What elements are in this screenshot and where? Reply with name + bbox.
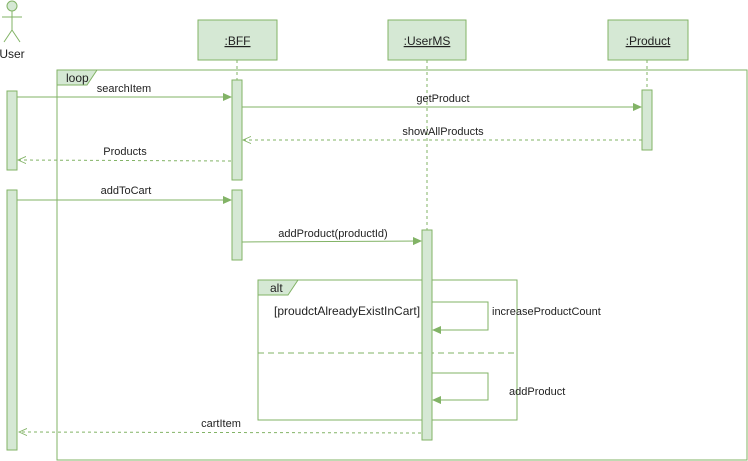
message-label: increaseProductCount bbox=[492, 306, 601, 318]
activation-bff-2 bbox=[231, 189, 243, 261]
activation-userms bbox=[421, 229, 433, 441]
actor-label: User bbox=[0, 47, 25, 61]
message-showallproducts: showAllProducts bbox=[243, 126, 642, 140]
loop-frame: loop bbox=[56, 69, 748, 461]
message-addproduct-productid: addProduct(productId) bbox=[241, 228, 421, 242]
message-label: addProduct bbox=[509, 386, 565, 398]
message-label: Products bbox=[103, 146, 147, 158]
message-getproduct: getProduct bbox=[242, 93, 641, 107]
message-label: addProduct(productId) bbox=[278, 228, 387, 240]
alt-frame: alt [proudctAlreadyExistInCart] bbox=[257, 279, 518, 421]
lifeline-head-bff bbox=[197, 19, 278, 61]
loop-frame-label: loop bbox=[66, 71, 89, 85]
lifeline-label-bff: :BFF bbox=[225, 34, 251, 48]
message-searchitem: searchItem bbox=[17, 83, 231, 97]
lifeline-product: :Product bbox=[607, 19, 689, 90]
message-addtocart: addToCart bbox=[17, 185, 231, 200]
activation-user-2 bbox=[6, 189, 18, 451]
message-label: getProduct bbox=[416, 93, 469, 105]
message-label: addToCart bbox=[101, 185, 152, 197]
lifeline-label-userms: :UserMS bbox=[404, 34, 451, 48]
activation-product bbox=[641, 89, 653, 151]
activation-user-1 bbox=[6, 90, 18, 171]
message-label: searchItem bbox=[97, 83, 151, 95]
alt-frame-label: alt bbox=[270, 281, 283, 295]
lifeline-head-product bbox=[607, 19, 689, 61]
alt-guard: [proudctAlreadyExistInCart] bbox=[274, 304, 420, 318]
user-actor: User bbox=[0, 0, 25, 61]
message-cartitem: cartItem bbox=[19, 418, 422, 433]
message-products: Products bbox=[18, 146, 232, 161]
stick-figure-icon bbox=[2, 0, 22, 43]
message-increaseproductcount: increaseProductCount bbox=[432, 301, 601, 330]
lifeline-head-userms bbox=[387, 19, 467, 61]
lifeline-label-product: :Product bbox=[626, 34, 671, 48]
message-addproduct-self: addProduct bbox=[432, 372, 565, 400]
lifeline-bff: :BFF bbox=[197, 19, 278, 80]
message-label: cartItem bbox=[201, 418, 241, 430]
message-label: showAllProducts bbox=[402, 126, 484, 138]
activation-bff-1 bbox=[231, 79, 243, 181]
lifeline-userms: :UserMS bbox=[387, 19, 467, 230]
